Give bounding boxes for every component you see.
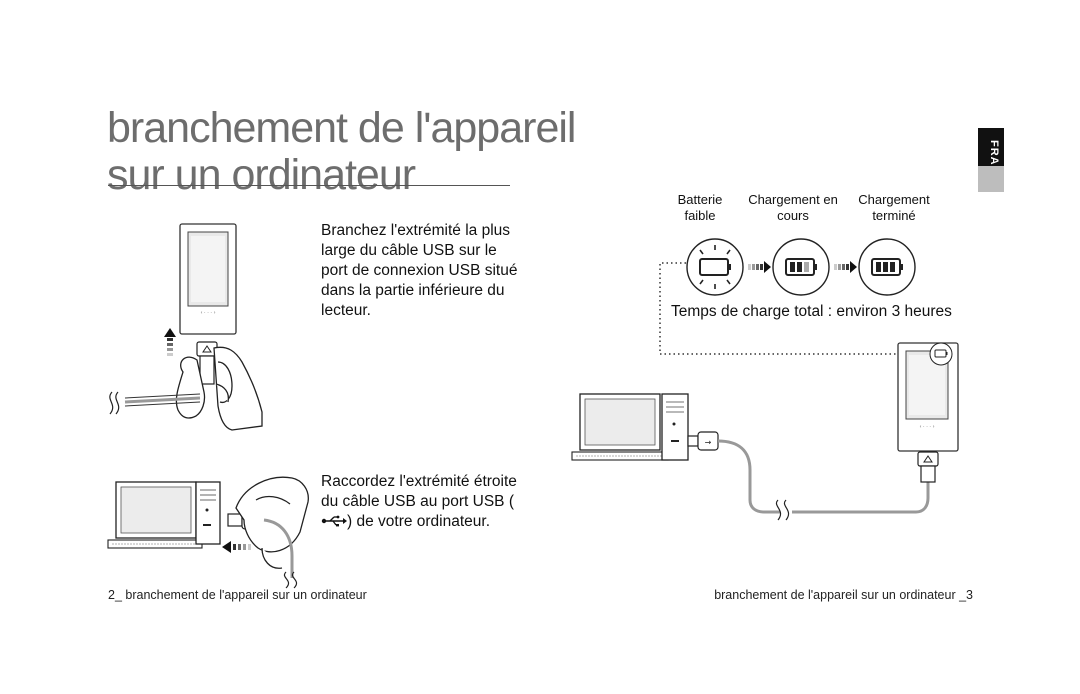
- hand-icon: [235, 476, 309, 569]
- computer-tower-icon: [195, 481, 221, 545]
- page-title-line-1: branchement de l'appareil: [107, 104, 576, 152]
- usb-cable-icon: [263, 518, 298, 589]
- language-tab-gray: [978, 166, 1004, 192]
- step1-illustration: ‹ · · · ›: [109, 223, 263, 431]
- label-charging: Chargement en cours: [748, 192, 838, 223]
- usb-connector-wide-icon: [196, 341, 218, 385]
- battery-charging-indicator: [772, 238, 830, 296]
- right-arrow-icon: [748, 261, 771, 273]
- right-arrow-icon: [834, 261, 857, 273]
- hand-icon: [175, 346, 263, 431]
- svg-text:‹ · · · ›: ‹ · · · ›: [200, 310, 215, 316]
- usb-connector-wide-icon: [917, 451, 939, 483]
- step1-instruction: Branchez l'extrémité la plus large du câ…: [321, 222, 518, 319]
- computer-tower-icon: [661, 393, 689, 461]
- media-player-icon: ‹ · · · ›: [179, 223, 237, 335]
- computer-monitor-icon: [571, 393, 669, 461]
- battery-full-indicator: [858, 238, 916, 296]
- upward-arrow-icon: [164, 328, 176, 356]
- usb-plug-icon: →: [687, 431, 719, 451]
- usb-cable-icon: [717, 439, 930, 521]
- computer-monitor-icon: [107, 481, 203, 549]
- page-title-line-2: sur un ordinateur: [107, 151, 416, 199]
- language-tab-black: [978, 128, 1004, 166]
- battery-low-indicator: [686, 238, 744, 296]
- leftward-arrow-icon: [222, 541, 251, 553]
- step2-illustration: [107, 476, 309, 589]
- page-title: branchement de l'appareil sur un ordinat…: [107, 104, 576, 199]
- label-charge-done: Chargement terminé: [858, 192, 930, 223]
- step2-instruction: Raccordez l'extrémité étroite du câble U…: [321, 472, 521, 532]
- label-battery-low: Batterie faible: [677, 192, 723, 223]
- language-tab: FRA: [978, 128, 1004, 192]
- svg-text:‹ · · · ›: ‹ · · · ›: [919, 424, 934, 430]
- usb-symbol-icon: [321, 513, 347, 527]
- title-underline: [108, 185, 510, 186]
- step2-text-before: Raccordez l'extrémité étroite du câble U…: [321, 473, 517, 510]
- step2-text-after: ) de votre ordinateur.: [347, 513, 491, 530]
- svg-text:→: →: [705, 438, 712, 447]
- usb-cable-icon: [109, 391, 201, 415]
- total-charge-time: Temps de charge total : environ 3 heures: [671, 303, 952, 320]
- media-player-icon: ‹ · · · ›: [897, 342, 959, 452]
- footer-right: branchement de l'appareil sur un ordinat…: [714, 588, 973, 602]
- footer-left: 2_ branchement de l'appareil sur un ordi…: [108, 588, 367, 602]
